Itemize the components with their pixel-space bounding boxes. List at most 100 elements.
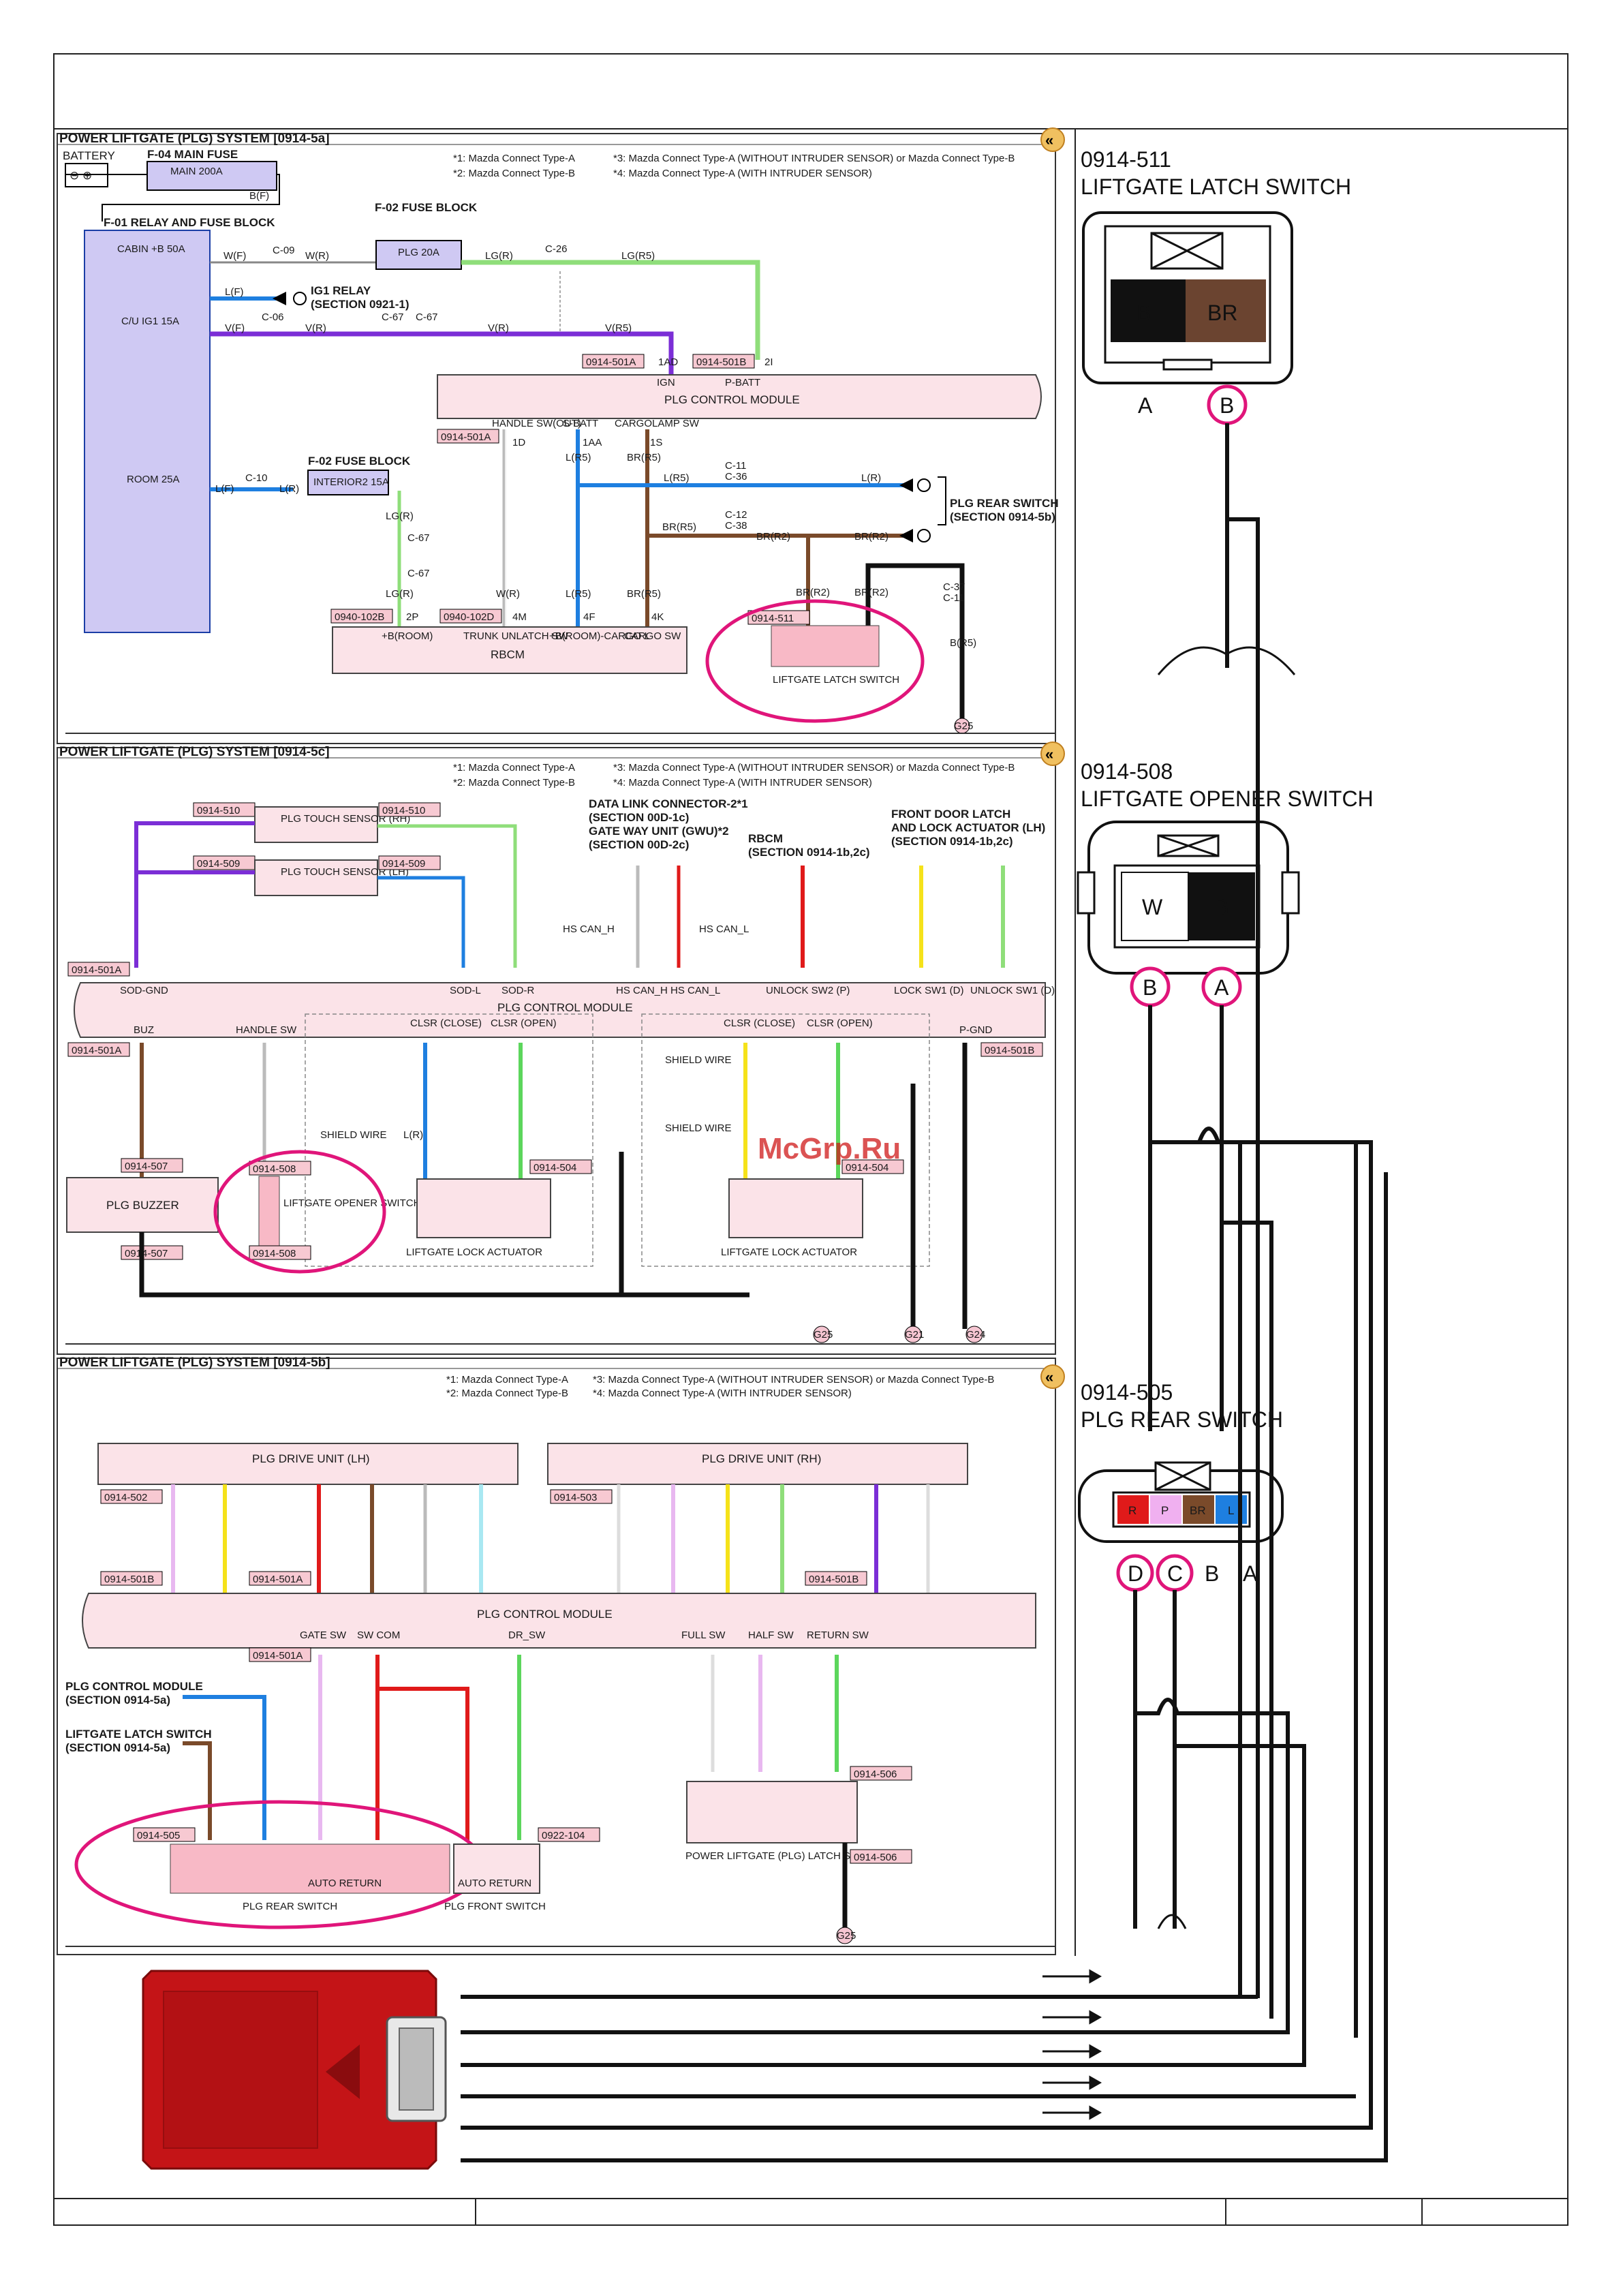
svg-text:AUTO RETURN: AUTO RETURN (458, 1878, 531, 1889)
liftgate-opener-switch-c (258, 1176, 280, 1251)
svg-text:0914-501A: 0914-501A (253, 1574, 303, 1585)
svg-text:C-26: C-26 (545, 243, 568, 255)
svg-text:RETURN SW: RETURN SW (807, 1629, 869, 1641)
svg-text:S-BATT: S-BATT (563, 418, 598, 429)
section-b: POWER LIFTGATE (PLG) SYSTEM [0914-5b] « … (57, 1356, 1065, 1955)
svg-text:HS CAN_H HS CAN_L: HS CAN_H HS CAN_L (616, 985, 720, 996)
svg-text:L(R): L(R) (861, 472, 881, 484)
svg-text:PLG CONTROL MODULE: PLG CONTROL MODULE (664, 393, 800, 406)
svg-text:+B(ROOM)-CARGO L: +B(ROOM)-CARGO L (549, 630, 650, 642)
main-fuse-value: MAIN 200A (170, 166, 223, 177)
svg-text:C-12: C-12 (725, 509, 747, 521)
rear-connector-name: PLG REAR SWITCH (1081, 1407, 1283, 1432)
page-frame (53, 53, 1568, 2226)
svg-text:0914-503: 0914-503 (554, 1492, 597, 1503)
rear-connector-id: 0914-505 (1081, 1380, 1173, 1405)
svg-text:0914-501A: 0914-501A (72, 964, 121, 976)
opener-connector-name: LIFTGATE OPENER SWITCH (1081, 786, 1374, 811)
svg-text:BR: BR (1190, 1504, 1206, 1517)
legend-a2: *2: Mazda Connect Type-B (453, 168, 575, 179)
back-chevron-icon[interactable] (1040, 127, 1065, 152)
svg-text:PLG TOUCH SENSOR (LH): PLG TOUCH SENSOR (LH) (281, 866, 409, 878)
svg-text:4M: 4M (512, 611, 527, 623)
svg-text:BR: BR (1207, 301, 1237, 325)
svg-text:C-11: C-11 (943, 592, 964, 604)
svg-text:(SECTION 00D-2c): (SECTION 00D-2c) (589, 838, 689, 851)
relay-fuse-block-label: F-01 RELAY AND FUSE BLOCK (104, 216, 275, 229)
svg-text:0914-501B: 0914-501B (809, 1574, 859, 1585)
svg-text:1AD: 1AD (658, 356, 678, 368)
svg-text:0914-501A: 0914-501A (441, 431, 491, 443)
latch-pin-br (1186, 279, 1266, 342)
ig1-relay-section: (SECTION 0921-1) (311, 298, 409, 311)
back-chevron-icon[interactable] (1040, 1364, 1065, 1389)
legend-a3: *3: Mazda Connect Type-A (WITHOUT INTRUD… (613, 153, 1015, 164)
svg-text:PLG REAR SWITCH: PLG REAR SWITCH (243, 1901, 337, 1912)
svg-text:0914-504: 0914-504 (534, 1162, 576, 1174)
svg-text:LG(R): LG(R) (386, 588, 414, 600)
svg-text:L(R5): L(R5) (566, 452, 591, 463)
svg-text:V(R): V(R) (488, 322, 509, 334)
svg-text:0914-501B: 0914-501B (985, 1045, 1034, 1056)
svg-text:C-06: C-06 (262, 311, 284, 323)
svg-text:PLG CONTROL MODULE: PLG CONTROL MODULE (65, 1680, 203, 1693)
plg-front-switch (453, 1843, 540, 1894)
svg-text:BR(R2): BR(R2) (854, 587, 888, 598)
svg-text:1AA: 1AA (583, 437, 602, 448)
svg-text:LG(R): LG(R) (386, 510, 414, 522)
svg-text:UNLOCK SW2 (P): UNLOCK SW2 (P) (766, 985, 850, 996)
svg-text:PLG FRONT SWITCH: PLG FRONT SWITCH (444, 1901, 546, 1912)
svg-text:1D: 1D (512, 437, 525, 448)
svg-text:LG(R5): LG(R5) (621, 250, 655, 262)
svg-text:B: B (1143, 975, 1157, 1000)
svg-text:INTERIOR2 15A: INTERIOR2 15A (313, 476, 389, 488)
battery-minus-icon: ⊖ ⊕ (69, 169, 92, 182)
main-fuse-box (146, 161, 277, 191)
svg-text:0914-501A: 0914-501A (586, 356, 636, 368)
svg-text:(SECTION 0914-1b,2c): (SECTION 0914-1b,2c) (748, 846, 870, 859)
plg-latch-switch-unit (686, 1781, 858, 1843)
svg-text:*1: Mazda Connect Type-A: *1: Mazda Connect Type-A (446, 1374, 568, 1386)
svg-text:B: B (1205, 1561, 1219, 1586)
svg-text:0914-501A: 0914-501A (72, 1045, 121, 1056)
svg-text:V(R): V(R) (305, 322, 326, 334)
svg-text:0914-507: 0914-507 (125, 1161, 168, 1172)
back-chevron-icon[interactable] (1040, 741, 1065, 766)
svg-text:LIFTGATE LATCH SWITCH: LIFTGATE LATCH SWITCH (65, 1728, 212, 1741)
svg-text:G25: G25 (837, 1930, 856, 1942)
svg-text:CARGO SW: CARGO SW (624, 630, 681, 642)
svg-text:W: W (1142, 895, 1163, 919)
svg-text:BR(R5): BR(R5) (627, 588, 661, 600)
chevron-left-icon: « (1045, 132, 1053, 149)
svg-text:BR(R2): BR(R2) (756, 531, 790, 542)
svg-text:0914-510: 0914-510 (197, 805, 240, 816)
svg-text:PLG CONTROL MODULE: PLG CONTROL MODULE (477, 1608, 613, 1621)
svg-text:0914-501B: 0914-501B (696, 356, 746, 368)
svg-text:0940-102D: 0940-102D (444, 611, 494, 623)
svg-text:B(F): B(F) (249, 190, 269, 202)
svg-text:SHIELD WIRE: SHIELD WIRE (665, 1054, 732, 1066)
svg-text:HS CAN_L: HS CAN_L (699, 923, 749, 935)
latch-switch-tag: 0914-511 (752, 613, 794, 624)
svg-text:C-37: C-37 (943, 581, 965, 593)
svg-text:FULL SW: FULL SW (681, 1629, 726, 1641)
svg-text:A: A (1214, 975, 1229, 1000)
watermark: McGrp.Ru (758, 1132, 901, 1165)
svg-text:0914-510: 0914-510 (382, 805, 425, 816)
svg-text:0914-504: 0914-504 (846, 1162, 888, 1174)
svg-text:L(R5): L(R5) (664, 472, 690, 484)
svg-text:(SECTION 0914-5a): (SECTION 0914-5a) (65, 1741, 170, 1754)
liftgate-lock-actuator-1 (416, 1178, 551, 1238)
svg-text:L(F): L(F) (225, 286, 244, 298)
svg-text:A: A (1138, 393, 1153, 418)
section-a: POWER LIFTGATE (PLG) SYSTEM [0914-5a] « … (57, 127, 1065, 744)
svg-text:C: C (1167, 1561, 1183, 1586)
svg-text:*3: Mazda Connect Type-A (WITH: *3: Mazda Connect Type-A (WITHOUT INTRUD… (593, 1374, 994, 1386)
svg-text:G25: G25 (814, 1329, 833, 1341)
highlight-opener-switch (213, 1150, 386, 1274)
fuse-block-f02 (375, 240, 462, 270)
svg-text:PLG DRIVE UNIT (RH): PLG DRIVE UNIT (RH) (702, 1452, 821, 1465)
svg-text:G24: G24 (966, 1329, 985, 1341)
svg-text:PLG BUZZER: PLG BUZZER (106, 1199, 179, 1212)
fuse-block-label: F-02 FUSE BLOCK (375, 201, 478, 214)
